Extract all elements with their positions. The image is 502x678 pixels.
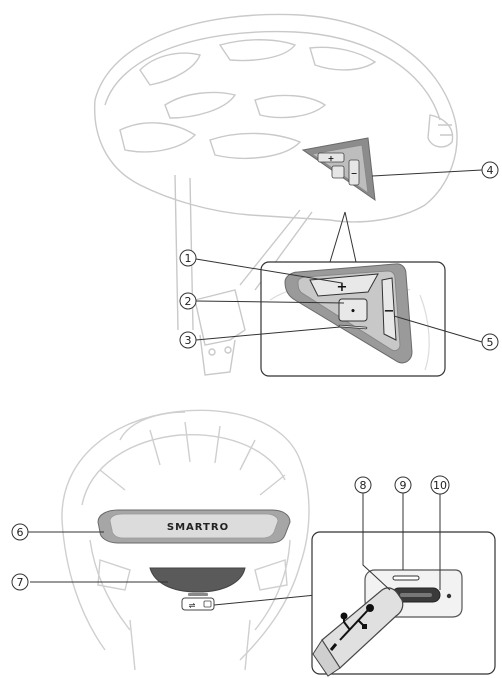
svg-text:6: 6 [17,526,24,539]
small-minus-glyph: − [351,169,358,178]
control-module-small: + − [301,137,376,202]
callout-6: 6 [11,523,29,541]
callout-leaders [28,169,483,591]
callout-5: 5 [481,333,499,351]
center-button-glyph: • [350,307,356,317]
callout-10: 10 [430,475,450,495]
svg-text:7: 7 [17,576,24,589]
callout-7: 7 [11,573,29,591]
svg-text:8: 8 [360,479,367,492]
svg-text:9: 9 [400,479,407,492]
svg-text:4: 4 [487,164,494,177]
minus-button-glyph: − [384,304,395,319]
battery-unit [149,567,246,596]
plus-button-glyph: + [337,280,348,295]
callout-9: 9 [394,476,412,494]
small-plus-glyph: + [328,154,335,163]
svg-text:1: 1 [185,252,192,265]
zoom-pointer [329,211,357,263]
usb-cable-plug [312,587,404,677]
callout-2: 2 [179,292,197,310]
control-module-large: + • − [284,263,413,364]
svg-text:2: 2 [185,295,192,308]
smartro-main-unit: SMARTRO [97,509,291,544]
svg-text:5: 5 [487,336,494,349]
brand-label: SMARTRO [167,522,229,533]
svg-text:⇌: ⇌ [189,601,196,610]
callout-8: 8 [354,476,372,494]
svg-text:10: 10 [433,479,447,492]
svg-text:3: 3 [185,334,192,347]
usb-icon [329,604,374,651]
bottom-zoom-pointer [213,594,317,606]
usb-port-small: ⇌ [181,597,215,611]
callout-4: 4 [481,161,499,179]
callout-1: 1 [179,249,197,267]
helmet-rear-view [61,409,310,671]
callout-3: 3 [179,331,197,349]
